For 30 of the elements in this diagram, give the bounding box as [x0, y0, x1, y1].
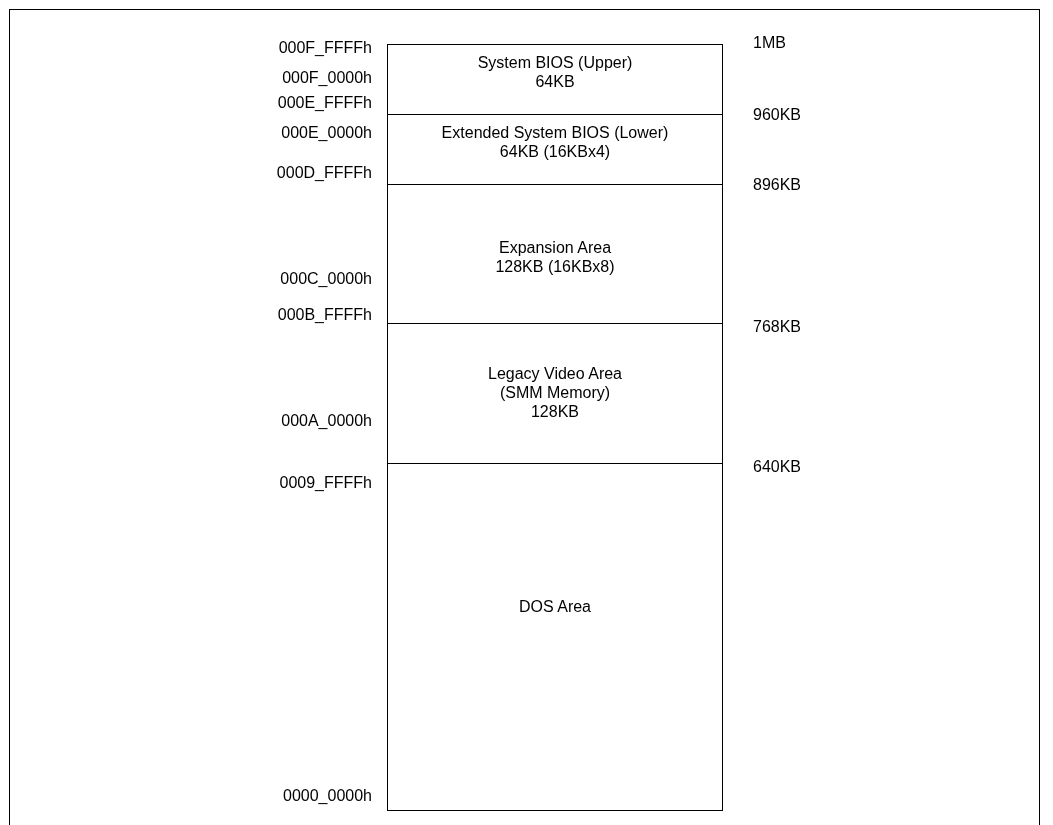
address-label: 000F_FFFFh: [278, 38, 372, 57]
address-label: 000D_FFFFh: [276, 163, 372, 182]
address-label: 000E_FFFFh: [277, 93, 372, 112]
size-label: 640KB: [753, 457, 802, 476]
size-label: 960KB: [753, 105, 802, 124]
region-label: Extended System BIOS (Lower): [441, 123, 669, 142]
memory-region: [387, 44, 723, 115]
address-label: 000E_0000h: [281, 123, 372, 142]
memory-region: [387, 323, 723, 464]
region-label: Legacy Video Area: [488, 364, 622, 383]
address-label: 0009_FFFFh: [279, 473, 372, 492]
address-label: 000C_0000h: [280, 269, 372, 288]
size-label: 1MB: [753, 33, 786, 52]
address-label: 000A_0000h: [281, 411, 372, 430]
region-label: 128KB (16KBx8): [495, 257, 615, 276]
size-label: 768KB: [753, 317, 802, 336]
address-label: 000F_0000h: [282, 68, 372, 87]
memory-region: [387, 463, 723, 811]
region-label: Expansion Area: [498, 238, 612, 257]
address-label: 000B_FFFFh: [277, 305, 372, 324]
region-label: System BIOS (Upper): [477, 53, 633, 72]
memory-region: [387, 184, 723, 324]
region-label: 64KB: [535, 72, 575, 91]
size-label: 896KB: [753, 175, 802, 194]
region-label: DOS Area: [519, 597, 591, 616]
region-label: 64KB (16KBx4): [499, 142, 611, 161]
address-label: 0000_0000h: [283, 786, 372, 805]
memory-region: [387, 114, 723, 185]
region-label: (SMM Memory): [499, 383, 611, 402]
region-label: 128KB: [530, 402, 579, 421]
